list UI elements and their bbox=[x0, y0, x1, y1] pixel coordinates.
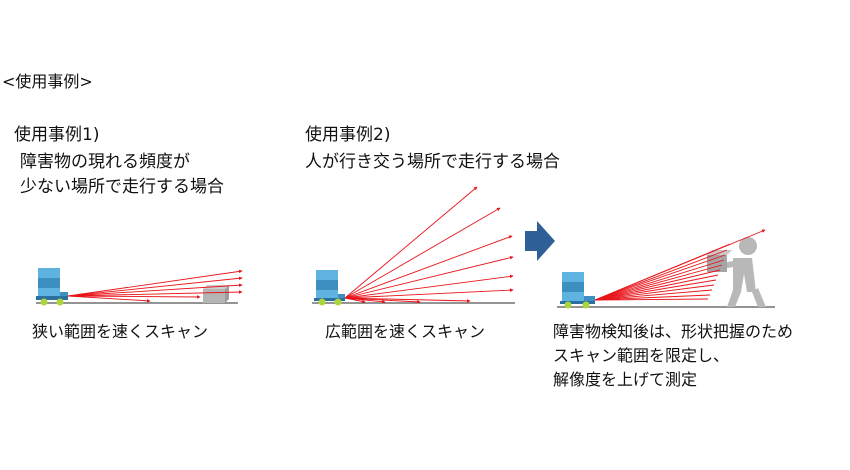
obstacle-box-icon bbox=[203, 285, 229, 303]
case2-caption: 広範囲を速くスキャン bbox=[325, 322, 486, 341]
case1-description-line2: 少ない場所で走行する場合 bbox=[20, 177, 224, 197]
case3-caption-line3: 解像度を上げて測定 bbox=[553, 370, 698, 389]
case1-title: 使用事例1) bbox=[14, 125, 100, 145]
robot-icon bbox=[314, 270, 345, 306]
laser-beams-focused bbox=[594, 229, 766, 301]
case2-description: 人が行き交う場所で走行する場合 bbox=[305, 152, 560, 172]
next-arrow-icon bbox=[525, 221, 555, 261]
laser-beams-wide bbox=[344, 186, 514, 304]
scene-1 bbox=[36, 268, 243, 306]
robot-icon bbox=[560, 272, 595, 309]
person-carrying-box-icon bbox=[707, 237, 766, 307]
case1-description-line1: 障害物の現れる頻度が bbox=[20, 152, 190, 172]
robot-icon bbox=[36, 268, 68, 306]
section-title: <使用事例> bbox=[2, 72, 93, 91]
laser-beams-narrow bbox=[67, 269, 243, 303]
case2-title: 使用事例2) bbox=[305, 125, 391, 145]
scene-3 bbox=[557, 229, 775, 309]
case3-caption-line2: スキャン範囲を限定し、 bbox=[553, 346, 730, 365]
scene-2 bbox=[312, 186, 515, 306]
case3-caption-line1: 障害物検知後は、形状把握のため bbox=[553, 322, 794, 341]
case1-caption: 狭い範囲を速くスキャン bbox=[32, 322, 209, 341]
